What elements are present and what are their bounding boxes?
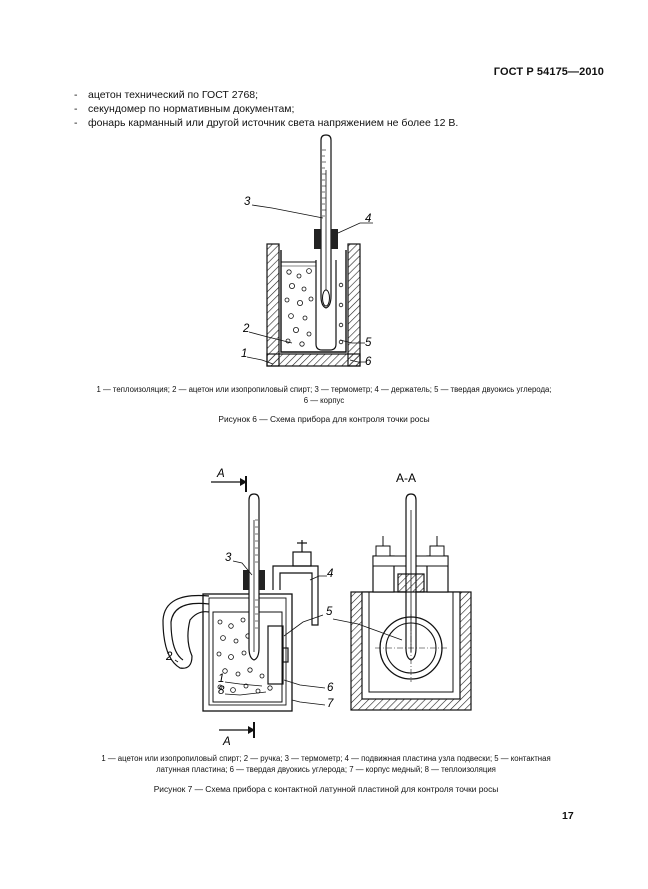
callout-1: 1 — [241, 348, 247, 360]
list-marker: - — [74, 89, 78, 101]
figure6-callout-labels: 3 4 2 1 5 6 — [241, 196, 372, 368]
figure7-section-marker-top: А — [211, 468, 247, 492]
list-item: -секундомер по нормативным документам; — [74, 103, 295, 116]
callout-3: 3 — [244, 196, 251, 208]
figure6-caption: Рисунок 6 — Схема прибора для контроля т… — [218, 414, 430, 424]
figure6-leader-lines — [246, 204, 373, 365]
figure7-thermometer — [243, 493, 265, 661]
figure7-callout-labels: 3 4 5 2 1 8 6 7 — [165, 552, 334, 710]
equipment-list: -ацетон технический по ГОСТ 2768; -секун… — [74, 88, 458, 131]
list-marker: - — [74, 117, 78, 130]
figure7-caption: Рисунок 7 — Схема прибора с контактной л… — [153, 784, 499, 794]
figure7-section-view — [350, 493, 472, 711]
figure7-legend-line1: 1 — ацетон или изопропиловый спирт; 2 — … — [101, 754, 551, 763]
callout-2: 2 — [165, 651, 173, 663]
figure7-leader-lines — [174, 560, 403, 706]
callout-6: 6 — [365, 356, 372, 368]
callout-1: 1 — [218, 673, 224, 685]
callout-2: 2 — [242, 323, 250, 335]
figure6-thermometer — [320, 134, 332, 309]
callout-5: 5 — [326, 606, 333, 618]
callout-5: 5 — [365, 337, 372, 349]
list-marker: - — [74, 103, 78, 116]
callout-3: 3 — [225, 552, 232, 564]
figure7-vessel — [202, 593, 293, 712]
figure7-dry-ice — [216, 617, 273, 694]
list-item: -фонарь карманный или другой источник св… — [74, 117, 459, 130]
figure6-holder — [314, 229, 338, 249]
list-item: -ацетон технический по ГОСТ 2768; — [74, 89, 259, 101]
figure6-legend: 1 — теплоизоляция; 2 — ацетон или изопро… — [40, 384, 608, 406]
figure7-contact-plate — [267, 625, 289, 685]
section-title: А-А — [396, 471, 416, 485]
figure7-suspension-plate — [272, 540, 319, 626]
callout-6: 6 — [327, 682, 334, 694]
callout-4: 4 — [327, 568, 333, 580]
figure6-dry-ice — [284, 268, 344, 347]
figure7-handle — [162, 594, 210, 669]
callout-7: 7 — [327, 698, 334, 710]
section-mark-bottom: А — [222, 736, 231, 748]
figure7-section-marker-bottom: А — [219, 722, 255, 748]
figure7-legend-line2: латунная пластина; 6 — твердая двуокись … — [156, 765, 496, 774]
callout-4: 4 — [365, 213, 371, 225]
figure6-vessel — [266, 243, 361, 367]
figure7-legend: 1 — ацетон или изопропиловый спирт; 2 — … — [36, 753, 616, 775]
figure6-legend-line1: 1 — теплоизоляция; 2 — ацетон или изопро… — [96, 385, 552, 394]
callout-8: 8 — [218, 685, 225, 697]
figure6-legend-line2: 6 — корпус — [303, 396, 345, 405]
standard-header: ГОСТ Р 54175—2010 — [493, 66, 604, 78]
page-number: 17 — [562, 810, 574, 822]
section-mark-top: А — [216, 468, 225, 480]
